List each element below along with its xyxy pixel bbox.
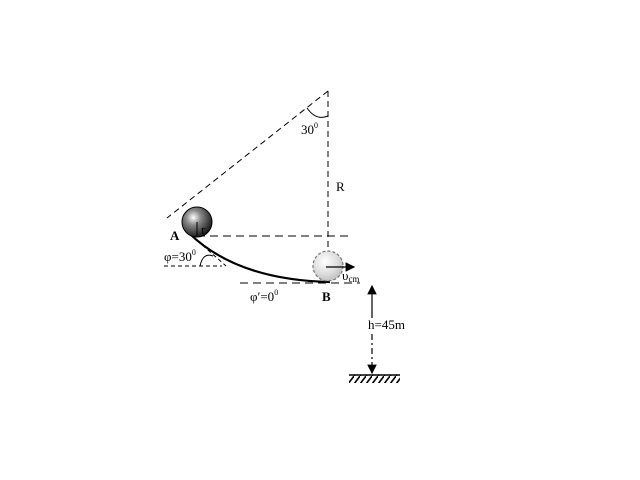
velocity-label: υcm <box>342 268 359 284</box>
phi-a-arc <box>199 254 214 267</box>
phi-b-label: φ′=00 <box>250 288 278 304</box>
top-angle-arc <box>306 107 329 118</box>
point-b-label: B <box>322 289 331 304</box>
point-a-label: A <box>170 228 180 243</box>
height-label: h=45m <box>368 317 405 332</box>
ball-b <box>312 250 344 282</box>
curved-track <box>189 233 331 284</box>
top-angle-label: 300 <box>301 121 318 137</box>
phi-a-label: φ=300 <box>164 248 196 264</box>
radius-label: R <box>336 179 345 194</box>
small-r-label: r <box>201 222 206 237</box>
tangent-line-a <box>191 235 227 267</box>
radius-incline-line <box>166 90 329 219</box>
ground-hatch <box>349 375 400 383</box>
